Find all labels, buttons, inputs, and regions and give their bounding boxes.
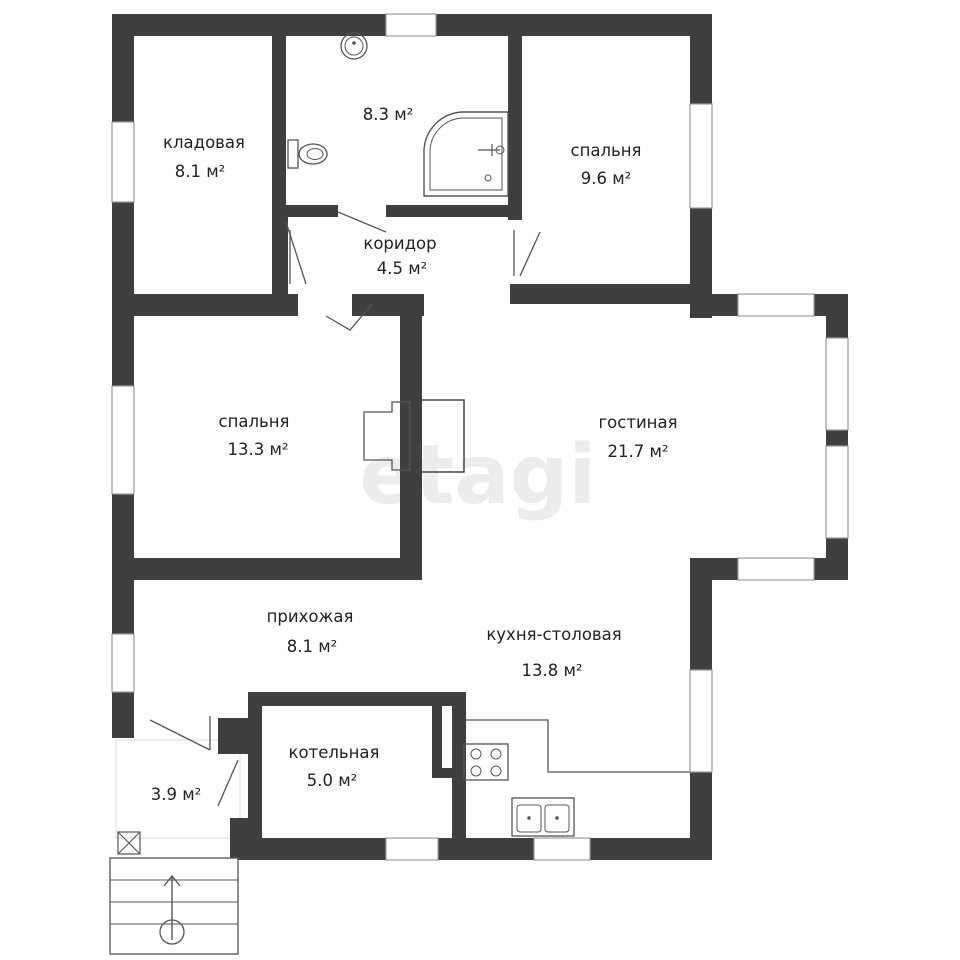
room-vestibule: 3.9 м² xyxy=(151,785,202,804)
room-area: 13.3 м² xyxy=(227,440,288,459)
room-name: спальня xyxy=(219,412,290,431)
room-area: 4.5 м² xyxy=(377,259,428,278)
kitchen-sink-icon xyxy=(511,797,575,837)
room-area: 21.7 м² xyxy=(607,442,668,461)
windows xyxy=(111,13,849,861)
sink-icon xyxy=(340,32,368,60)
chimney xyxy=(363,399,465,473)
room-bedroom-small: спальня 9.6 м² xyxy=(571,141,642,188)
room-name: прихожая xyxy=(267,607,354,626)
room-name: кухня-столовая xyxy=(486,625,621,644)
watermark: etagi xyxy=(360,428,597,523)
room-name: котельная xyxy=(289,743,380,762)
stove-icon xyxy=(463,743,509,781)
doors xyxy=(149,211,690,807)
room-area: 8.1 м² xyxy=(287,637,338,656)
room-living-room: гостиная 21.7 м² xyxy=(599,413,678,461)
room-boiler-room: котельная 5.0 м² xyxy=(289,743,380,790)
toilet-icon xyxy=(287,139,328,169)
shower-icon xyxy=(423,111,509,197)
vestibule-floor xyxy=(115,739,241,839)
room-area: 3.9 м² xyxy=(151,785,202,804)
room-area: 8.1 м² xyxy=(175,162,226,181)
room-bathroom: 8.3 м² xyxy=(363,105,414,124)
room-area: 9.6 м² xyxy=(581,169,632,188)
porch-stairs xyxy=(109,831,239,955)
room-name: коридор xyxy=(363,234,436,253)
room-corridor: коридор 4.5 м² xyxy=(363,234,436,278)
room-bedroom-large: спальня 13.3 м² xyxy=(219,412,290,459)
room-name: гостиная xyxy=(599,413,678,432)
room-name: кладовая xyxy=(163,133,245,152)
room-area: 5.0 м² xyxy=(307,771,358,790)
room-area: 13.8 м² xyxy=(521,661,582,680)
room-storage: кладовая 8.1 м² xyxy=(163,133,245,181)
room-name: спальня xyxy=(571,141,642,160)
room-area: 8.3 м² xyxy=(363,105,414,124)
room-hallway: прихожая 8.1 м² xyxy=(267,607,354,656)
interior-walls xyxy=(112,30,700,840)
room-kitchen-dining: кухня-столовая 13.8 м² xyxy=(486,625,621,680)
